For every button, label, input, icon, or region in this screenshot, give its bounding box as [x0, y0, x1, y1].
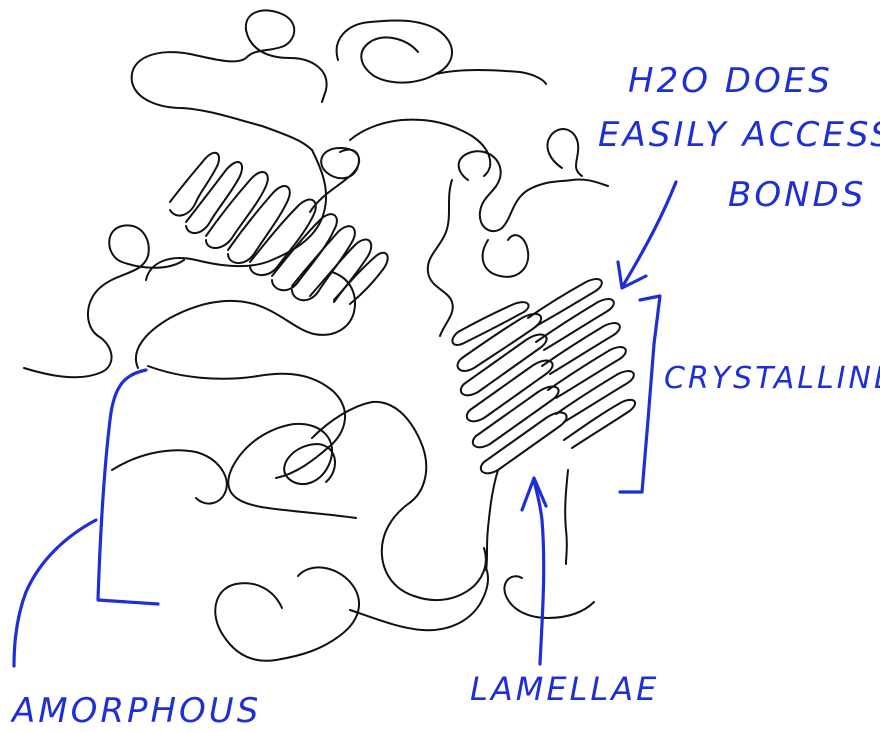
lamella-fold	[528, 279, 602, 326]
water-note-line-1: H2O DOES	[628, 61, 833, 101]
polymer-chain	[215, 567, 359, 660]
water-note-line-2: EASILY ACCESS	[598, 115, 880, 155]
amorphous-label: AMORPHOUS	[10, 691, 261, 731]
annotation-labels: H2O DOES EASILY ACCESS BONDS CRYSTALLINE…	[10, 61, 880, 731]
crystalline-bracket	[620, 296, 660, 492]
polymer-chain	[436, 70, 546, 84]
polymer-chain	[112, 450, 227, 503]
lamella-fold	[481, 413, 567, 474]
polymer-chain	[486, 470, 498, 570]
water-note-arrow-icon	[624, 182, 676, 284]
polymer-chain	[310, 148, 359, 212]
lamella-fold	[292, 226, 355, 300]
water-note-arrowhead-icon	[618, 262, 646, 288]
polymer-chain	[146, 150, 326, 280]
amorphous-pointer-line	[14, 520, 96, 666]
lamella-fold	[564, 400, 635, 448]
polymer-chain	[132, 11, 327, 150]
polymer-chain	[350, 568, 488, 630]
polymer-chain	[148, 366, 345, 478]
lamellae-stack-right	[452, 279, 635, 473]
polymer-chain	[504, 576, 594, 618]
polymer-chain	[428, 180, 453, 336]
crystalline-label: CRYSTALLINE	[664, 361, 880, 396]
lamellae-label: LAMELLAE	[470, 670, 659, 708]
amorphous-pointer-line	[98, 370, 158, 604]
polymer-chain	[24, 225, 184, 377]
lamella-fold	[556, 371, 634, 422]
lamella-fold	[458, 314, 542, 371]
lamella-fold	[170, 153, 219, 216]
polymer-chain	[312, 402, 486, 600]
water-note-line-3: BONDS	[728, 175, 866, 215]
polymer-chain	[483, 235, 529, 277]
lamellae-arrow-icon	[534, 480, 544, 664]
polymer-chain	[459, 151, 608, 231]
polymer-chain	[565, 470, 568, 564]
polymer-chain	[337, 20, 452, 82]
polymer-chain	[547, 129, 582, 176]
polymer-chain	[350, 120, 490, 176]
lamellae-stack-upper-left	[170, 153, 388, 304]
amorphous-chains	[24, 11, 608, 661]
